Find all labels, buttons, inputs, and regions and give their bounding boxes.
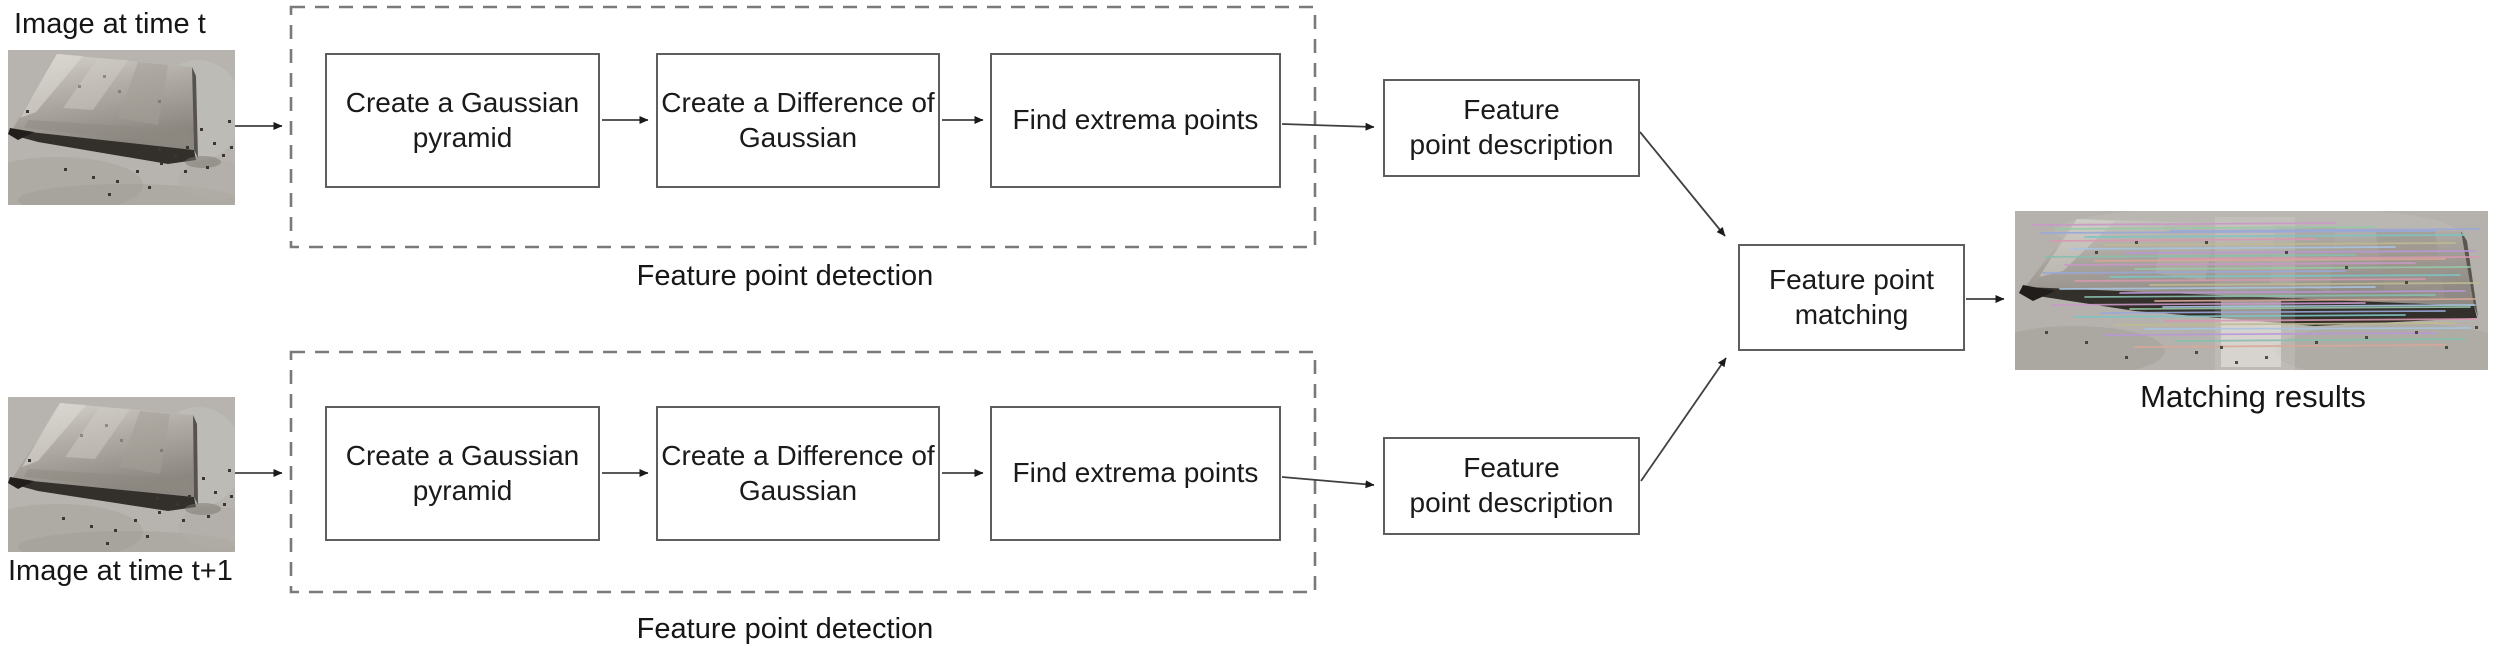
- gaussian-pyramid-box-bottom: Create a Gaussian pyramid: [325, 406, 600, 541]
- arrow-extrema-to-description-bottom: [1281, 476, 1375, 489]
- feature-match-lines: [2032, 222, 2481, 348]
- feature-point-detection-label-bottom: Feature point detection: [636, 613, 934, 645]
- difference-of-gaussian-box-top: Create a Difference of Gaussian: [656, 53, 940, 188]
- matching-results-image: [2015, 211, 2488, 370]
- feature-matching-line1: Feature point: [1769, 263, 1934, 295]
- feature-description-line1-top: Feature: [1463, 94, 1560, 126]
- feature-matching-box: Feature point matching: [1738, 244, 1965, 351]
- feature-point-detection-label-top: Feature point detection: [636, 260, 934, 292]
- arrow-description-top-to-matching: [1639, 131, 1726, 237]
- feature-matching-line2: matching: [1794, 298, 1909, 330]
- feature-description-line2-bottom: point description: [1409, 487, 1614, 518]
- gaussian-pyramid-label-bottom: Create a Gaussian pyramid: [345, 439, 580, 506]
- find-extrema-box-top: Find extrema points: [990, 53, 1281, 188]
- image-at-time-t: [8, 50, 235, 205]
- matching-results-label: Matching results: [2140, 379, 2366, 414]
- find-extrema-box-bottom: Find extrema points: [990, 406, 1281, 541]
- find-extrema-label-top: Find extrema points: [1012, 104, 1259, 136]
- feature-description-box-top: Feature point description: [1383, 79, 1640, 177]
- gaussian-pyramid-label-top: Create a Gaussian pyramid: [345, 86, 580, 153]
- arrow-extrema-to-description-top: [1281, 122, 1375, 131]
- image-t-plus-1-label: Image at time t+1: [8, 555, 233, 587]
- image-at-time-t-plus-1: [8, 397, 235, 552]
- feature-description-line2-top: point description: [1409, 129, 1614, 160]
- arrow-description-bottom-to-matching: [1640, 357, 1727, 482]
- image-t-label: Image at time t: [14, 8, 206, 40]
- difference-of-gaussian-box-bottom: Create a Difference of Gaussian: [656, 406, 940, 541]
- feature-description-box-bottom: Feature point description: [1383, 437, 1640, 535]
- gaussian-pyramid-box-top: Create a Gaussian pyramid: [325, 53, 600, 188]
- difference-of-gaussian-label-bottom: Create a Difference of Gaussian: [661, 439, 935, 506]
- feature-description-line1-bottom: Feature: [1463, 452, 1560, 484]
- difference-of-gaussian-label-top: Create a Difference of Gaussian: [661, 86, 935, 153]
- find-extrema-label-bottom: Find extrema points: [1012, 457, 1259, 489]
